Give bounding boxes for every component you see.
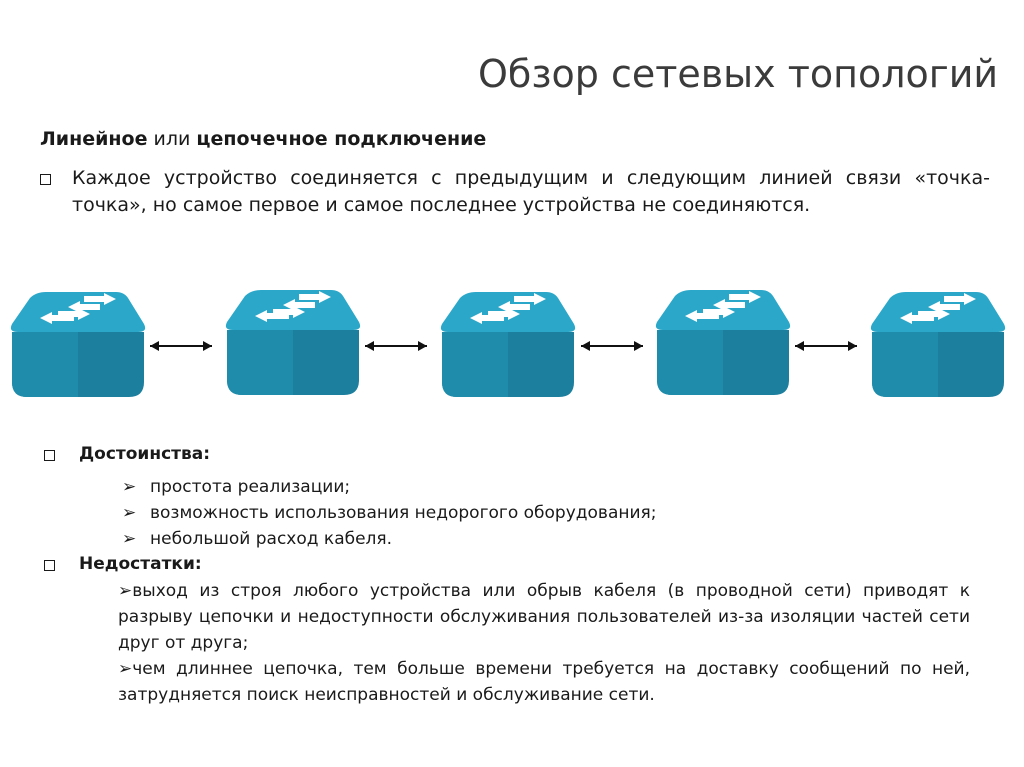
arrow-bullet-icon: ➢ xyxy=(122,503,137,523)
switch-icon-4 xyxy=(655,290,791,395)
list-item: ➢чем длиннее цепочка, тем больше времени… xyxy=(118,656,970,708)
square-bullet-icon xyxy=(44,450,55,461)
advantages-list: ➢ простота реализации; ➢ возможность испол… xyxy=(122,474,657,552)
disadvantages-heading: Недостатки: xyxy=(79,554,202,574)
switch-icon-5 xyxy=(870,292,1006,397)
list-item-text: простота реализации; xyxy=(150,477,351,497)
topology-subtitle: Линейное или цепочечное подключение xyxy=(40,128,486,150)
list-item: ➢ небольшой расход кабеля. xyxy=(122,526,657,552)
switch-icon-1 xyxy=(10,292,146,397)
disadvantages-list: ➢выход из строя любого устройства или об… xyxy=(118,578,970,708)
arrow-bullet-icon: ➢ xyxy=(122,529,137,549)
list-item-text: возможность использования недорогого обо… xyxy=(150,503,657,523)
arrow-bullet-icon: ➢ xyxy=(118,581,133,601)
square-bullet-icon xyxy=(44,560,55,571)
subtitle-chain: цепочечное подключение xyxy=(196,128,487,150)
intro-paragraph: Каждое устройство соединяется с предыдущ… xyxy=(72,167,990,216)
list-item-text: чем длиннее цепочка, тем больше времени … xyxy=(118,659,970,705)
arrow-bullet-icon: ➢ xyxy=(122,477,137,497)
double-arrow-icon-4 xyxy=(794,340,858,352)
list-item: ➢ возможность использования недорогого об… xyxy=(122,500,657,526)
chain-topology-diagram xyxy=(10,290,1006,397)
list-item: ➢ простота реализации; xyxy=(122,474,657,500)
subtitle-connector: или xyxy=(147,128,197,150)
page-title: Обзор сетевых топологий xyxy=(478,52,999,96)
double-arrow-icon-2 xyxy=(364,340,428,352)
arrow-bullet-icon: ➢ xyxy=(118,659,133,679)
list-item-text: небольшой расход кабеля. xyxy=(150,529,393,549)
advantages-heading: Достоинства: xyxy=(79,444,211,464)
switch-icon-3 xyxy=(440,292,576,397)
square-bullet-icon xyxy=(40,174,51,185)
double-arrow-icon-1 xyxy=(149,340,213,352)
switch-icon-2 xyxy=(225,290,361,395)
subtitle-linear: Линейное xyxy=(40,128,148,150)
double-arrow-icon-3 xyxy=(580,340,644,352)
list-item-text: выход из строя любого устройства или обр… xyxy=(118,581,970,653)
list-item: ➢выход из строя любого устройства или об… xyxy=(118,578,970,656)
